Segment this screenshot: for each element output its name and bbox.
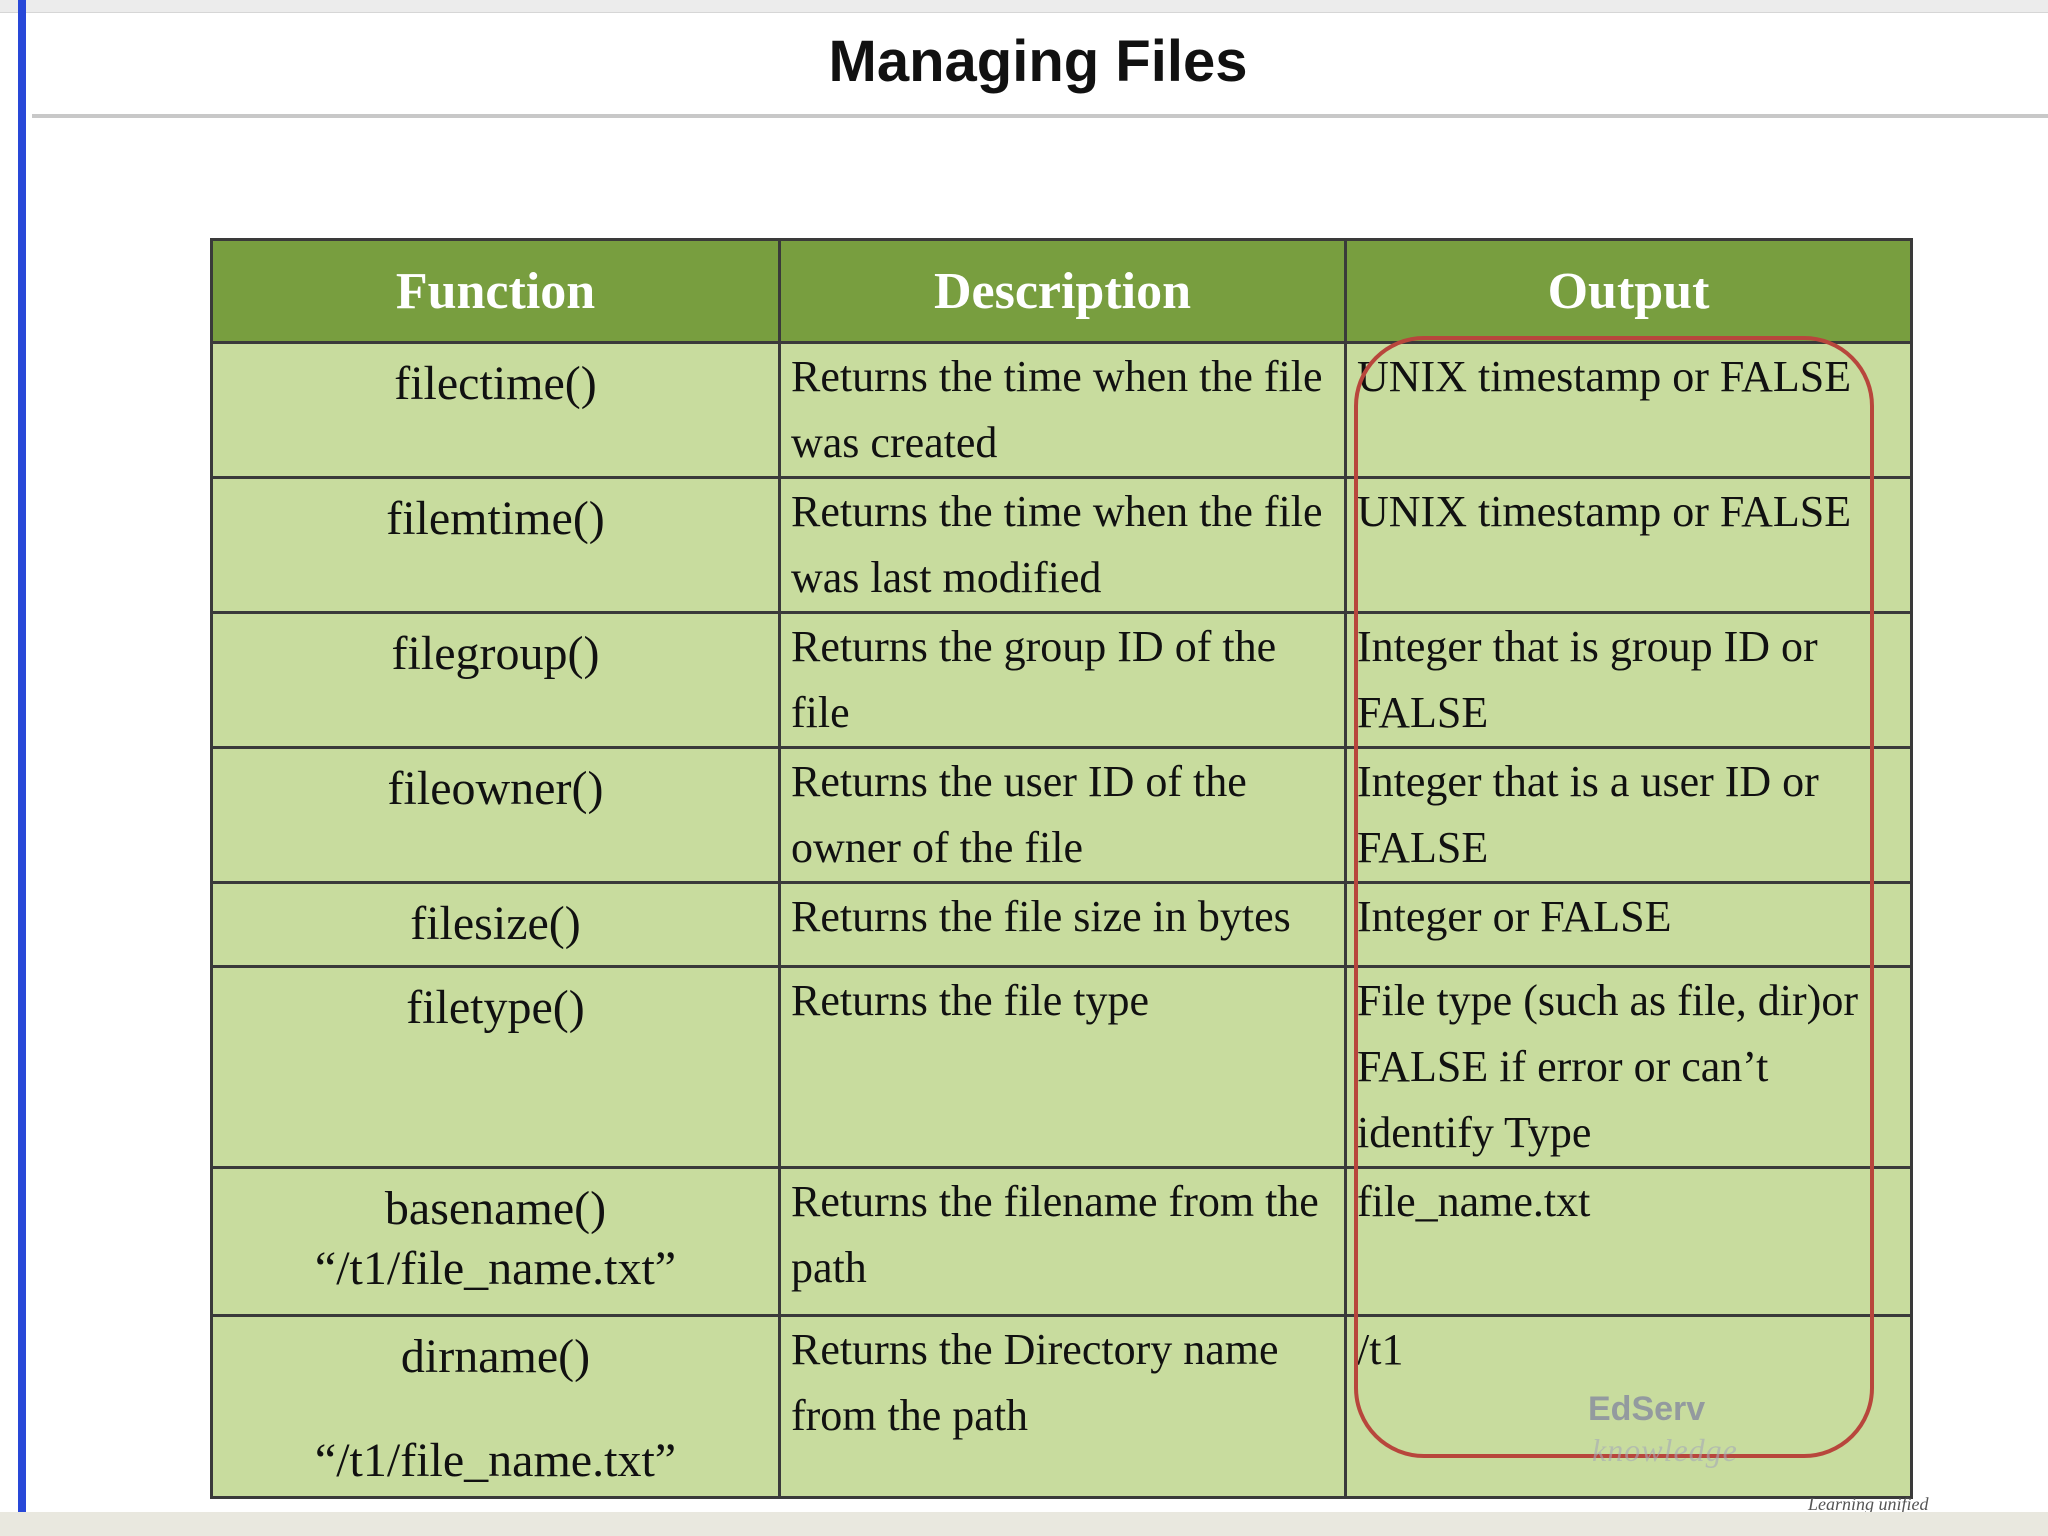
cell-output: /t1 [1344, 1314, 1913, 1499]
cell-output: Integer or FALSE [1344, 881, 1913, 968]
cell-output: UNIX timestamp or FALSE [1344, 476, 1913, 614]
cell-description: Returns the time when the file was last … [778, 476, 1347, 614]
cell-function: filesize() [210, 881, 781, 968]
function-argument: “/t1/file_name.txt” [314, 1242, 677, 1295]
cell-output: UNIX timestamp or FALSE [1344, 341, 1913, 479]
column-header-function: Function [210, 238, 781, 344]
cell-function: filetype() [210, 965, 781, 1169]
column-header-description: Description [778, 238, 1347, 344]
cell-function: filemtime() [210, 476, 781, 614]
table-row: filemtime() Returns the time when the fi… [210, 476, 1913, 614]
table-row: filetype() Returns the file type File ty… [210, 965, 1913, 1169]
functions-table: Function Description Output filectime() … [210, 238, 1913, 1499]
column-header-output: Output [1344, 238, 1913, 344]
watermark-script: knowledge [1592, 1432, 1738, 1468]
table-header-row: Function Description Output [210, 238, 1913, 344]
table-row: dirname() “/t1/file_name.txt” Returns th… [210, 1314, 1913, 1499]
function-name: dirname() [400, 1330, 591, 1383]
slide-title: Managing Files [828, 29, 1248, 94]
cell-output: Integer that is a user ID or FALSE [1344, 746, 1913, 884]
table-row: filegroup() Returns the group ID of the … [210, 611, 1913, 749]
cell-output: File type (such as file, dir)or FALSE if… [1344, 965, 1913, 1169]
cell-function: fileowner() [210, 746, 781, 884]
cell-function: dirname() “/t1/file_name.txt” [210, 1314, 781, 1499]
cell-description: Returns the Directory name from the path [778, 1314, 1347, 1499]
cell-output: file_name.txt [1344, 1166, 1913, 1317]
cell-description: Returns the time when the file was creat… [778, 341, 1347, 479]
title-divider [32, 114, 2048, 118]
cell-description: Returns the file size in bytes [778, 881, 1347, 968]
cell-function: basename() “/t1/file_name.txt” [210, 1166, 781, 1317]
cell-description: Returns the group ID of the file [778, 611, 1347, 749]
cell-function: filectime() [210, 341, 781, 479]
cell-function: filegroup() [210, 611, 781, 749]
table-row: filesize() Returns the file size in byte… [210, 881, 1913, 968]
table-row: basename() “/t1/file_name.txt” Returns t… [210, 1166, 1913, 1317]
cell-description: Returns the filename from the path [778, 1166, 1347, 1317]
function-argument: “/t1/file_name.txt” [314, 1434, 677, 1487]
cell-description: Returns the user ID of the owner of the … [778, 746, 1347, 884]
cell-description: Returns the file type [778, 965, 1347, 1169]
top-strip [0, 0, 2048, 13]
cell-output: Integer that is group ID or FALSE [1344, 611, 1913, 749]
table-row: filectime() Returns the time when the fi… [210, 341, 1913, 479]
left-accent-bar [18, 0, 26, 1536]
bottom-strip [0, 1512, 2048, 1536]
table-row: fileowner() Returns the user ID of the o… [210, 746, 1913, 884]
function-name: basename() [384, 1182, 607, 1235]
edserv-logo-watermark: EdServ [1588, 1390, 1706, 1428]
watermark-tagline: Learning unified [1808, 1494, 1929, 1514]
